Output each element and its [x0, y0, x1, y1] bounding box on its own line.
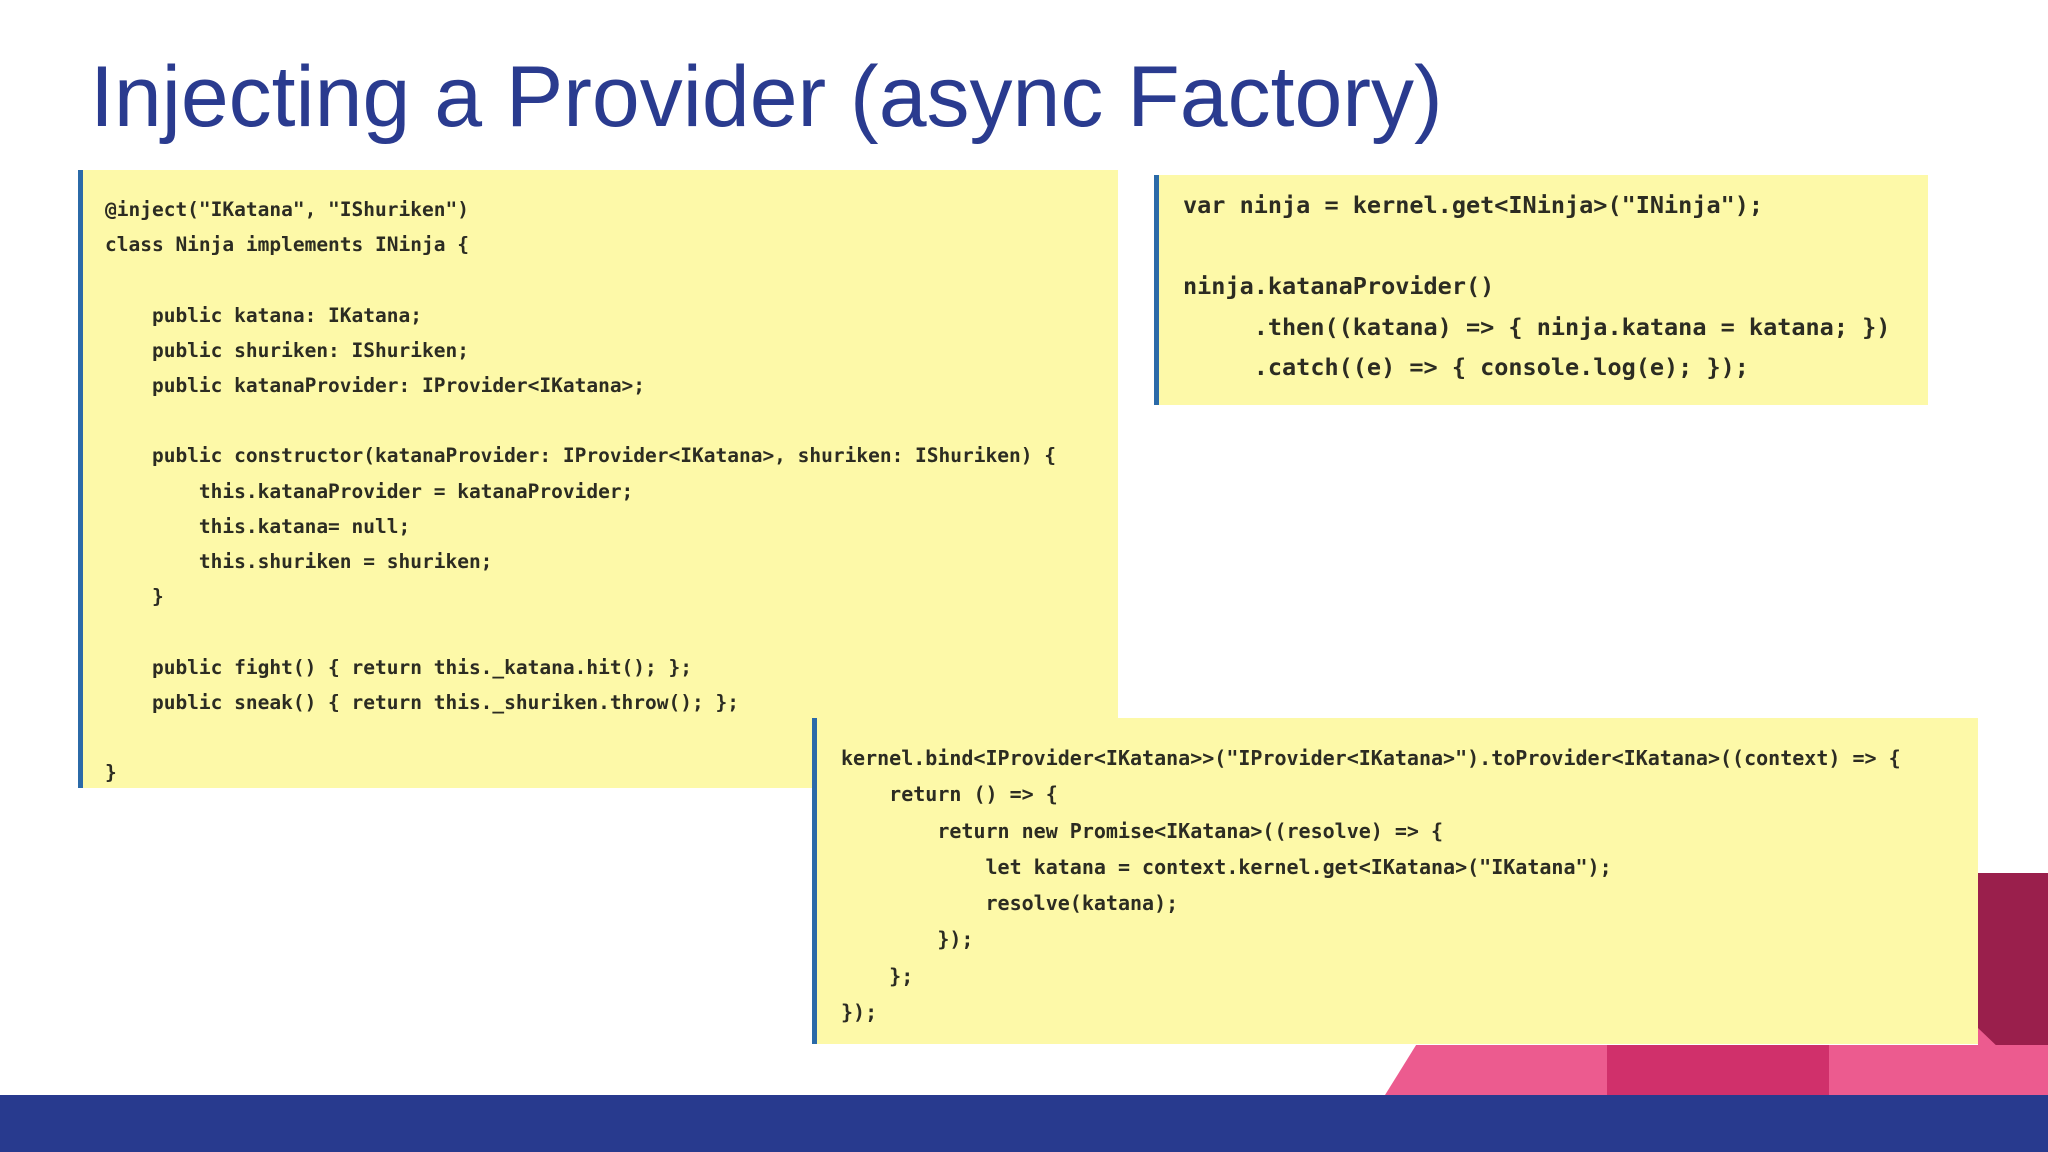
code-text-ninja-class: @inject("IKatana", "IShuriken") class Ni…: [105, 198, 1056, 785]
code-text-usage: var ninja = kernel.get<INinja>("INinja")…: [1183, 191, 1891, 381]
code-text-binding: kernel.bind<IProvider<IKatana>>("IProvid…: [841, 746, 1901, 1025]
decorative-pink-block-left: [1385, 1045, 1607, 1095]
code-block-ninja-class: @inject("IKatana", "IShuriken") class Ni…: [78, 170, 1118, 788]
slide-title: Injecting a Provider (async Factory): [90, 49, 1443, 145]
decorative-magenta-block: [1607, 1045, 1829, 1095]
code-block-usage: var ninja = kernel.get<INinja>("INinja")…: [1154, 175, 1928, 405]
footer-bar: [0, 1095, 2048, 1152]
code-block-binding: kernel.bind<IProvider<IKatana>>("IProvid…: [812, 718, 1978, 1044]
